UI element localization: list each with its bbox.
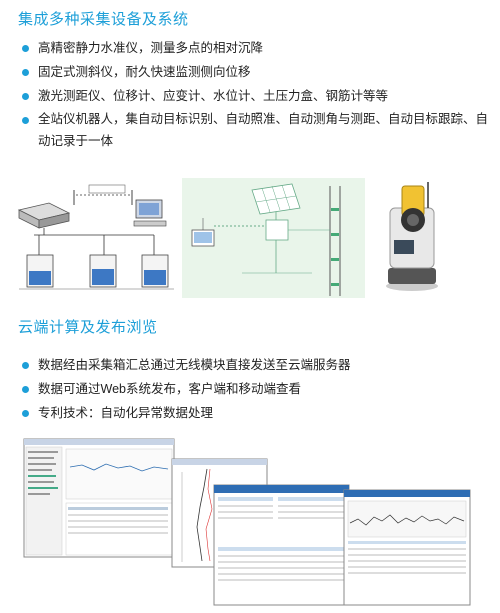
bullet-total-station: 全站仪机器人，集自动目标识别、自动照准、自动测角与测距、自动目标跟踪、自动记录于… bbox=[20, 108, 490, 152]
bullet-web-publish: 数据可通过Web系统发布，客户端和移动端查看 bbox=[20, 377, 490, 401]
device-bullet-list: 高精密静力水准仪，测量多点的相对沉降 固定式测斜仪，耐久快速监测侧向位移 激光测… bbox=[20, 36, 490, 152]
acquisition-network-diagram bbox=[14, 175, 179, 300]
software-screenshots-collage bbox=[22, 437, 472, 607]
bullet-static-level: 高精密静力水准仪，测量多点的相对沉降 bbox=[20, 36, 490, 60]
section-title-devices: 集成多种采集设备及系统 bbox=[18, 11, 189, 28]
bullet-patent: 专利技术：自动化异常数据处理 bbox=[20, 401, 490, 425]
total-station-image bbox=[372, 178, 452, 293]
bullet-cloud-upload: 数据经由采集箱汇总通过无线模块直接发送至云端服务器 bbox=[20, 353, 490, 377]
bullet-inclinometer: 固定式测斜仪，耐久快速监测侧向位移 bbox=[20, 60, 490, 84]
bullet-sensors: 激光测距仪、位移计、应变计、水位计、土压力盒、钢筋计等等 bbox=[20, 84, 490, 108]
solar-station-diagram bbox=[182, 178, 365, 298]
cloud-bullet-list: 数据经由采集箱汇总通过无线模块直接发送至云端服务器 数据可通过Web系统发布，客… bbox=[20, 353, 490, 425]
section-title-cloud: 云端计算及发布浏览 bbox=[18, 319, 158, 336]
